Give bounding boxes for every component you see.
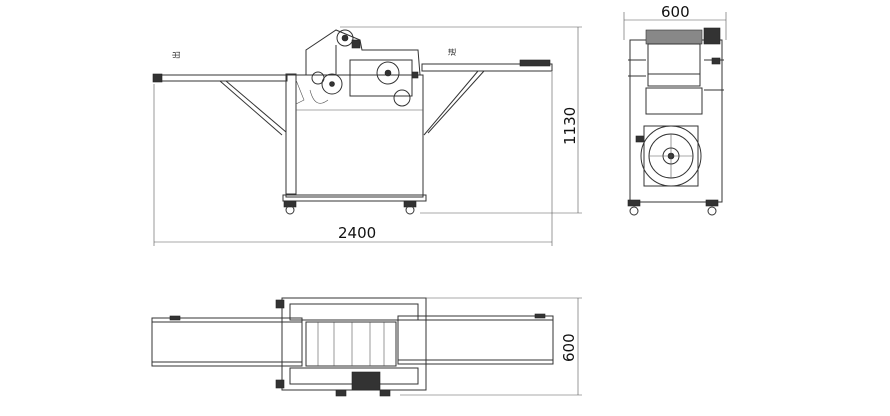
side-view: 600 [623,3,727,216]
height-dimension: 1130 [340,26,582,214]
machine-body [282,73,427,202]
roller-head [295,29,421,107]
top-depth-dimension-label: 600 [560,333,578,362]
in-mark: 进 [448,48,457,56]
width-dimension: 2400 [153,72,553,246]
front-view: 出 进 2400 1130 [152,26,582,246]
side-width-dimension-label: 600 [661,3,690,21]
height-dimension-label: 1130 [561,107,579,145]
right-conveyor-arm [421,59,553,136]
top-view: 600 [151,297,582,397]
out-mark: 出 [171,51,181,59]
left-conveyor-arm [152,73,288,136]
width-dimension-label: 2400 [338,224,376,242]
front-wheels [283,200,417,215]
